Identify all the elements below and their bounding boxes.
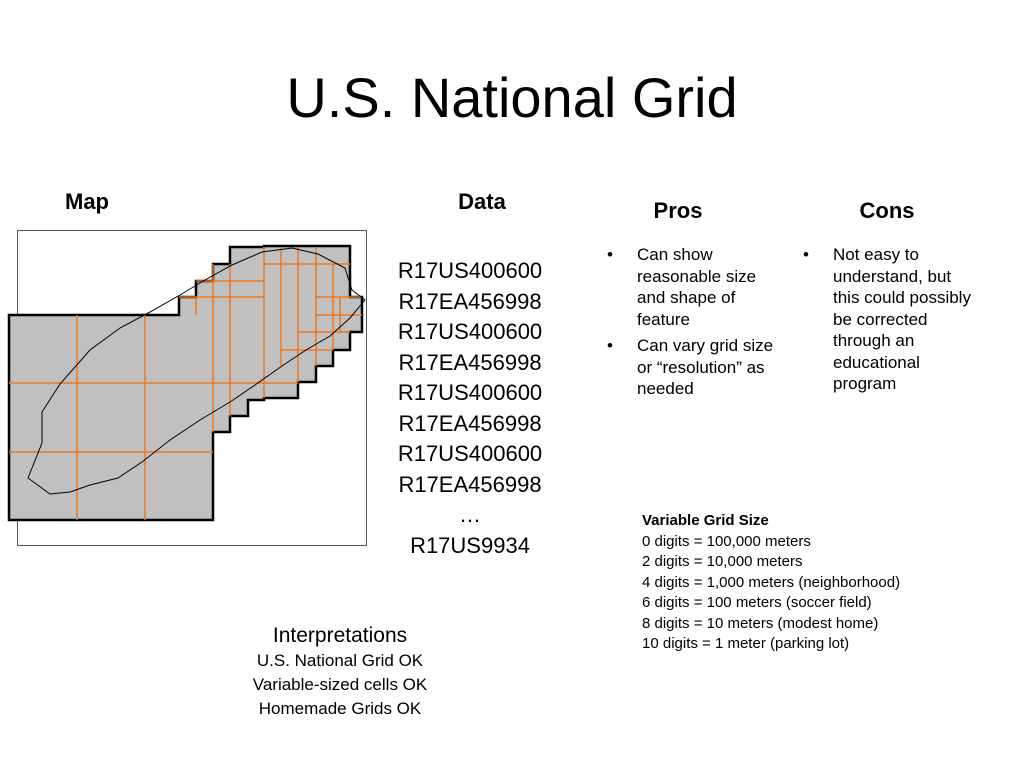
slide-title: U.S. National Grid xyxy=(286,66,738,129)
data-code: R17US400600 xyxy=(397,319,543,344)
pros-list: • Can show reasonable size and shape of … xyxy=(600,244,780,405)
pros-item: • Can show reasonable size and shape of … xyxy=(600,244,780,330)
grid-size-line: 6 digits = 100 meters (soccer field) xyxy=(642,594,872,611)
pros-item-text: Can vary grid size or “resolution” as ne… xyxy=(637,336,774,398)
data-code: R17EA456998 xyxy=(398,288,542,314)
data-code: R17US9934 xyxy=(410,532,530,558)
interpretation-line: U.S. National Grid OK xyxy=(256,651,424,670)
grid-size-line: 0 digits = 100,000 meters xyxy=(642,532,811,550)
interpretation-line: Variable-sized cells OK xyxy=(252,675,428,694)
data-code-list: R17US400600 R17EA456998 R17US400600 R17E… xyxy=(370,256,570,561)
data-heading: Data xyxy=(458,189,506,214)
cons-list: • Not easy to understand, but this could… xyxy=(796,244,981,400)
pros-item-text: Can show reasonable size and shape of fe… xyxy=(637,245,757,329)
bullet-icon: • xyxy=(607,336,613,355)
data-code: R17US400600 xyxy=(397,258,543,283)
bullet-icon: • xyxy=(803,245,809,264)
map-heading: Map xyxy=(65,189,109,214)
data-code: R17EA456998 xyxy=(398,349,542,375)
data-code: R17EA456998 xyxy=(398,410,542,436)
interpretations: Interpretations U.S. National Grid OK Va… xyxy=(190,622,490,721)
interpretations-title: Interpretations xyxy=(272,624,408,647)
cons-item-text: Not easy to understand, but this could p… xyxy=(833,245,971,393)
cons-item: • Not easy to understand, but this could… xyxy=(796,244,981,395)
data-code: R17US400600 xyxy=(397,441,543,466)
data-code: R17EA456998 xyxy=(398,471,542,497)
pros-heading: Pros xyxy=(653,198,703,223)
data-code: R17US400600 xyxy=(397,380,543,405)
grid-size-line: 10 digits = 1 meter (parking lot) xyxy=(642,635,850,652)
pros-item: • Can vary grid size or “resolution” as … xyxy=(600,335,780,400)
grid-size-line: 8 digits = 10 meters (modest home) xyxy=(642,614,879,632)
grid-size-title: Variable Grid Size xyxy=(642,512,769,529)
grid-size-legend: Variable Grid Size 0 digits = 100,000 me… xyxy=(642,511,962,655)
map-frame xyxy=(17,230,367,546)
data-code-ellipsis: … xyxy=(459,502,481,527)
cons-heading: Cons xyxy=(859,198,915,223)
grid-size-line: 4 digits = 1,000 meters (neighborhood) xyxy=(642,573,901,591)
interpretation-line: Homemade Grids OK xyxy=(258,699,422,718)
grid-size-line: 2 digits = 10,000 meters xyxy=(642,553,803,570)
bullet-icon: • xyxy=(607,245,613,264)
